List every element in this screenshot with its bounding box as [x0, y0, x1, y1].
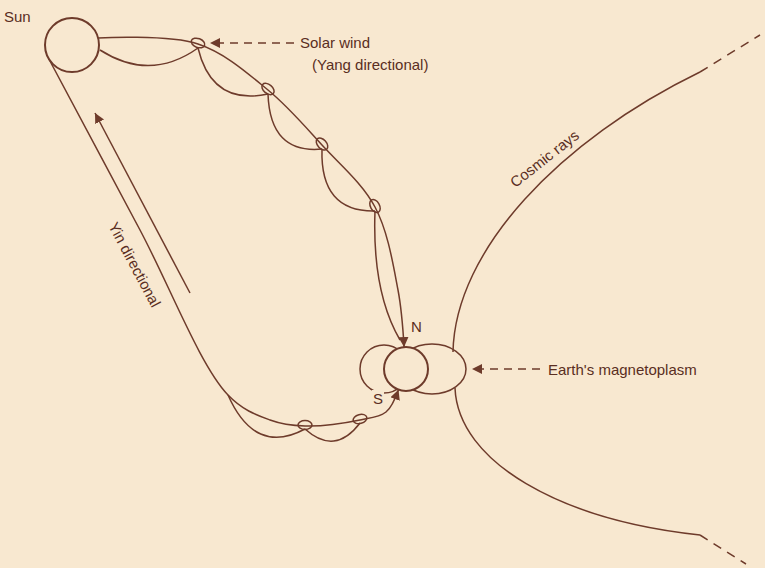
- solar-wind-path: [98, 37, 404, 347]
- callout-label: (Yang directional): [312, 56, 428, 73]
- sun-circle: [45, 18, 99, 72]
- helix-arc: [322, 149, 375, 211]
- helix-loop: [298, 421, 312, 430]
- body-name: Sun: [4, 8, 31, 25]
- direction-label: Yin directional: [105, 219, 164, 310]
- return-path: [49, 59, 399, 427]
- earth-circle: [384, 347, 428, 391]
- helix-arc: [375, 211, 400, 340]
- callout-label: Solar wind: [300, 34, 370, 51]
- helix-arc: [198, 48, 268, 96]
- helix-arc: [228, 395, 305, 437]
- pole-label: N: [410, 318, 423, 335]
- helix-arc: [100, 48, 198, 66]
- cosmic-ray-line: [700, 35, 760, 72]
- cosmic-ray-line: [455, 388, 700, 535]
- pole-label: S: [372, 390, 384, 407]
- callout-label: Earth's magnetoplasm: [548, 361, 697, 378]
- helix-arc: [268, 94, 322, 149]
- leader-line: [210, 42, 294, 44]
- sun-circle: Sun: [4, 8, 104, 82]
- cosmic-ray-line: [700, 535, 746, 564]
- earth-circle: NS: [372, 306, 442, 416]
- leader-line: [472, 368, 540, 370]
- cosmic-ray-line: [453, 72, 700, 352]
